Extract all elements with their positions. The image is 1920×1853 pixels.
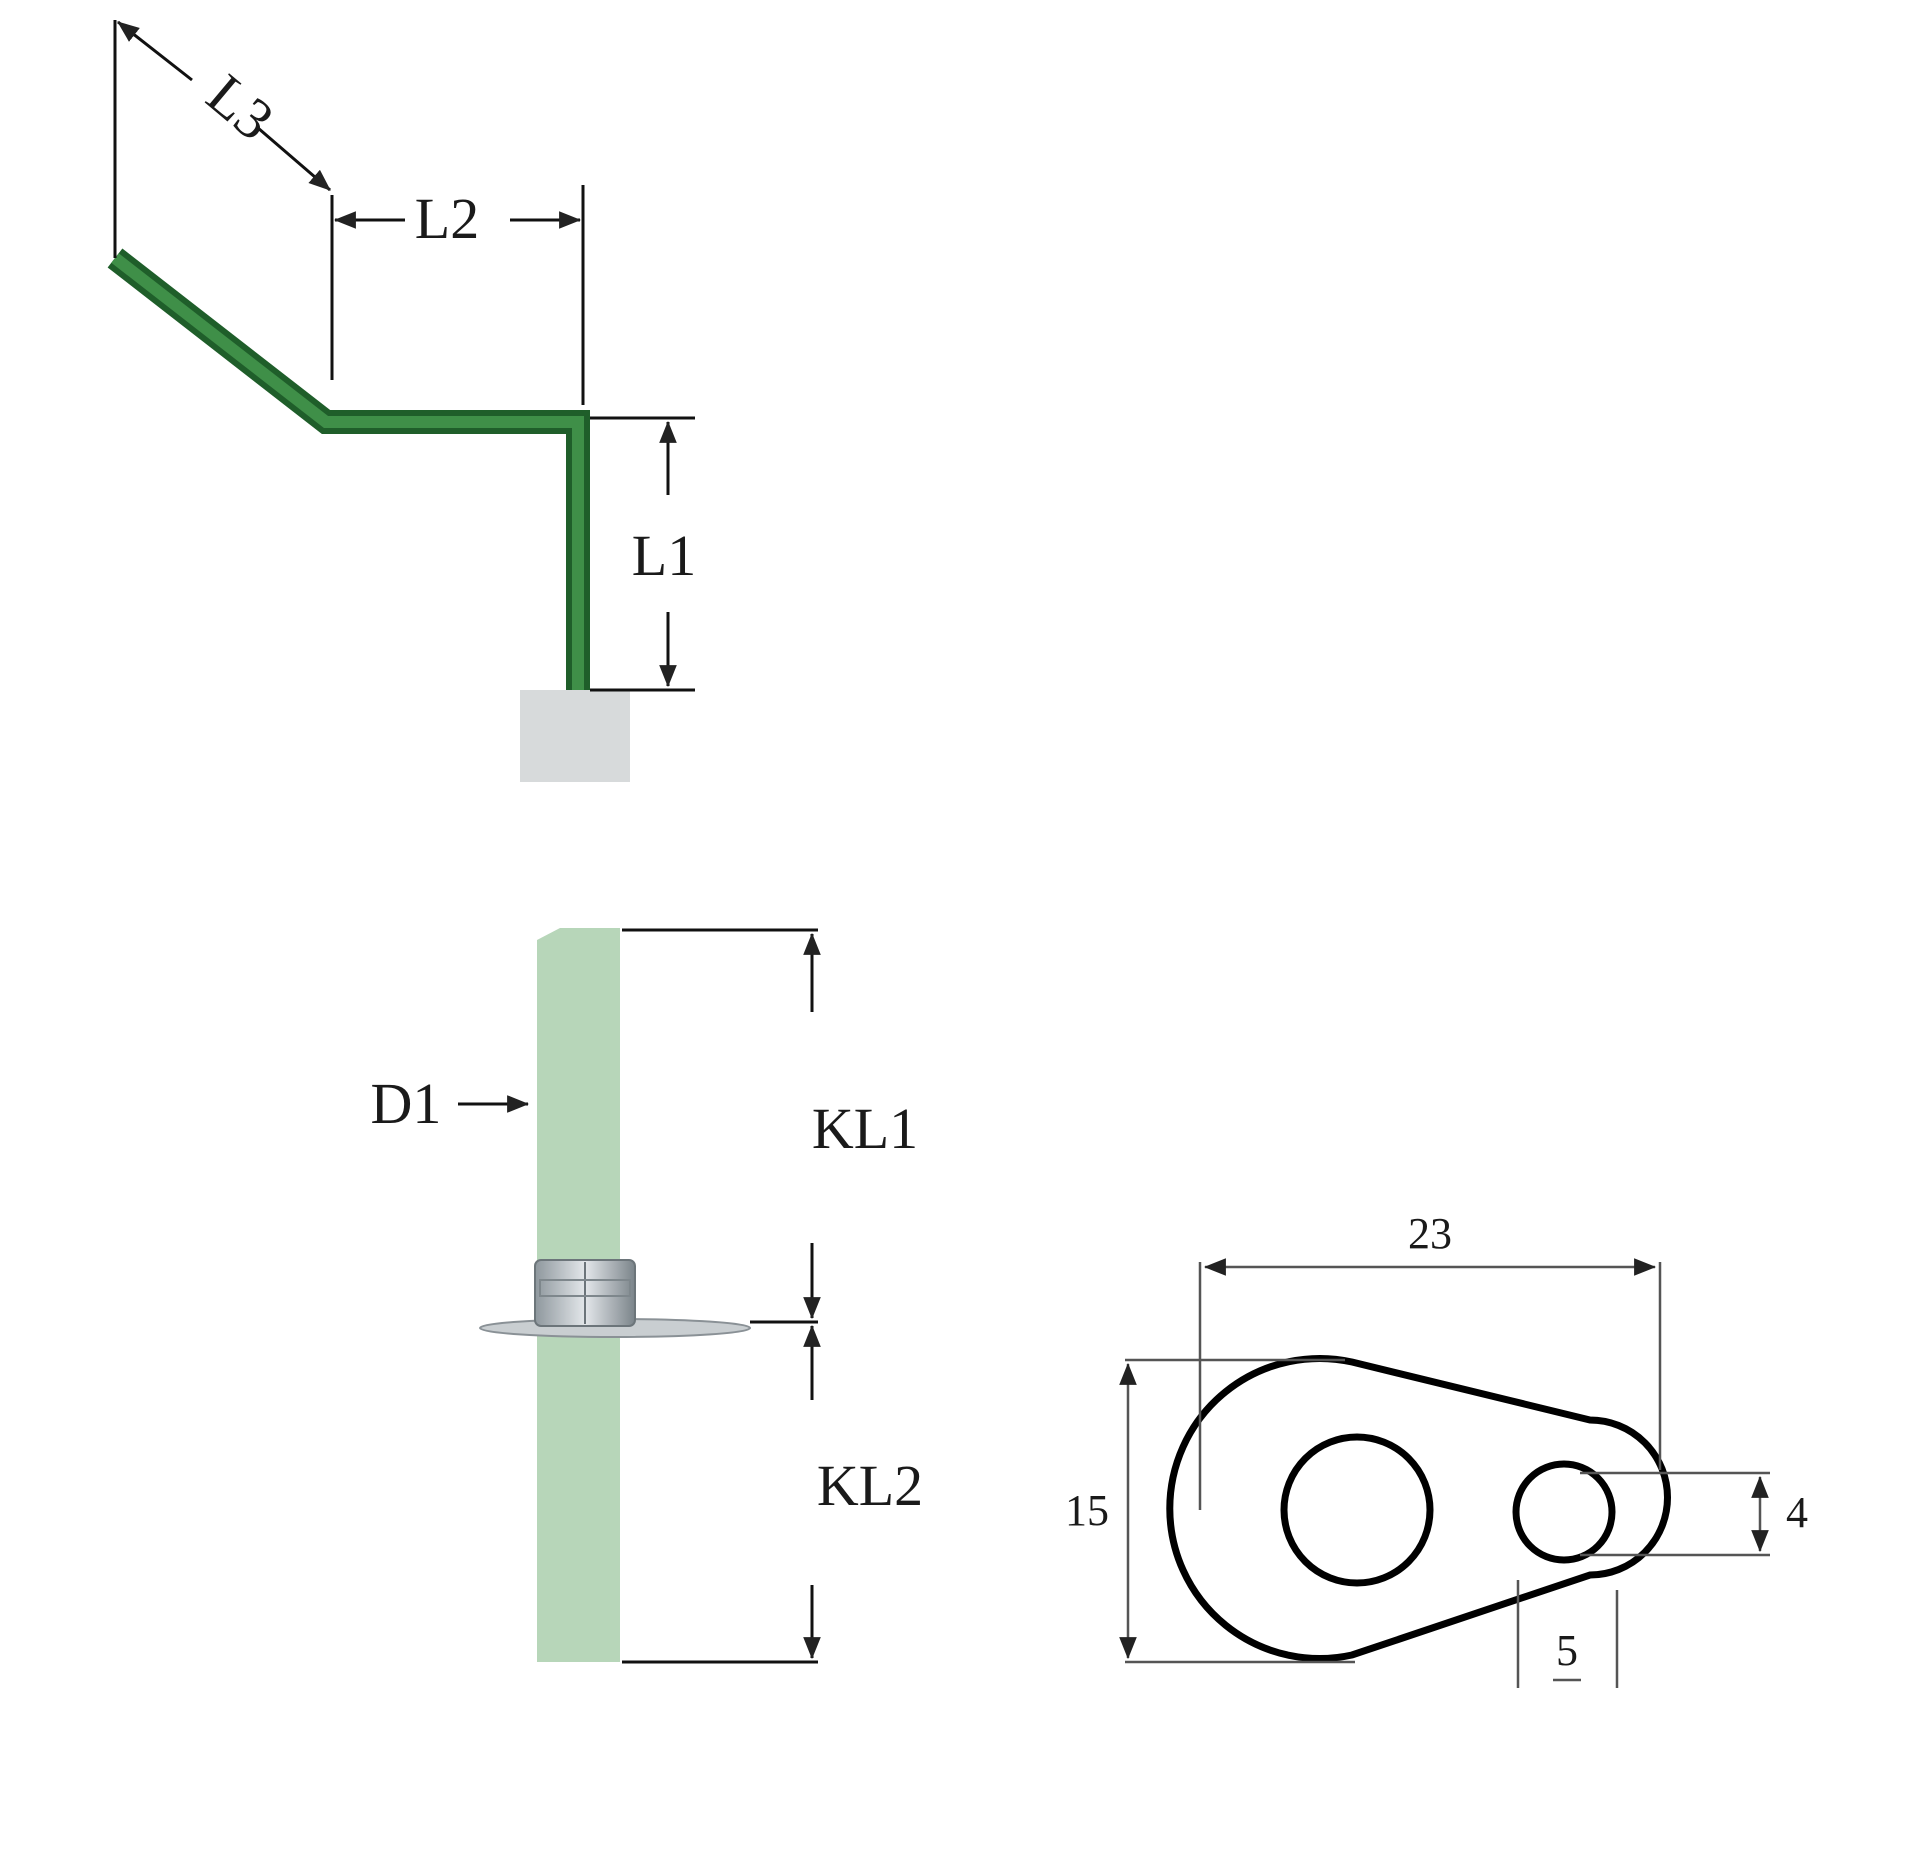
- d1-label: D1: [371, 1071, 442, 1136]
- lug-small-hole: [1512, 1460, 1616, 1564]
- hole-label: 4: [1786, 1488, 1808, 1537]
- width-label: 23: [1408, 1209, 1452, 1258]
- l2-label: L2: [415, 186, 479, 251]
- l1-label: L1: [632, 523, 696, 588]
- electrode-wire-highlight: [111, 253, 584, 690]
- height-label: 15: [1065, 1486, 1109, 1535]
- rod-figure: KL1 KL2 D1: [371, 928, 923, 1664]
- kl1-label: KL1: [812, 1096, 918, 1161]
- electrode-wire: [107, 248, 590, 690]
- lug-outline: [1166, 1355, 1671, 1662]
- l3-arrow-lower: [257, 126, 331, 192]
- rod-nut: [534, 1259, 636, 1327]
- lug-figure: 23 15 4 5: [1065, 1209, 1808, 1688]
- electrode-figure: L3 L2 L1: [107, 20, 696, 782]
- l3-arrow-upper: [117, 20, 193, 82]
- kl2-label: KL2: [817, 1453, 923, 1518]
- lug-large-hole: [1280, 1433, 1434, 1587]
- offset-label: 5: [1556, 1626, 1578, 1675]
- electrode-insulator: [520, 690, 630, 782]
